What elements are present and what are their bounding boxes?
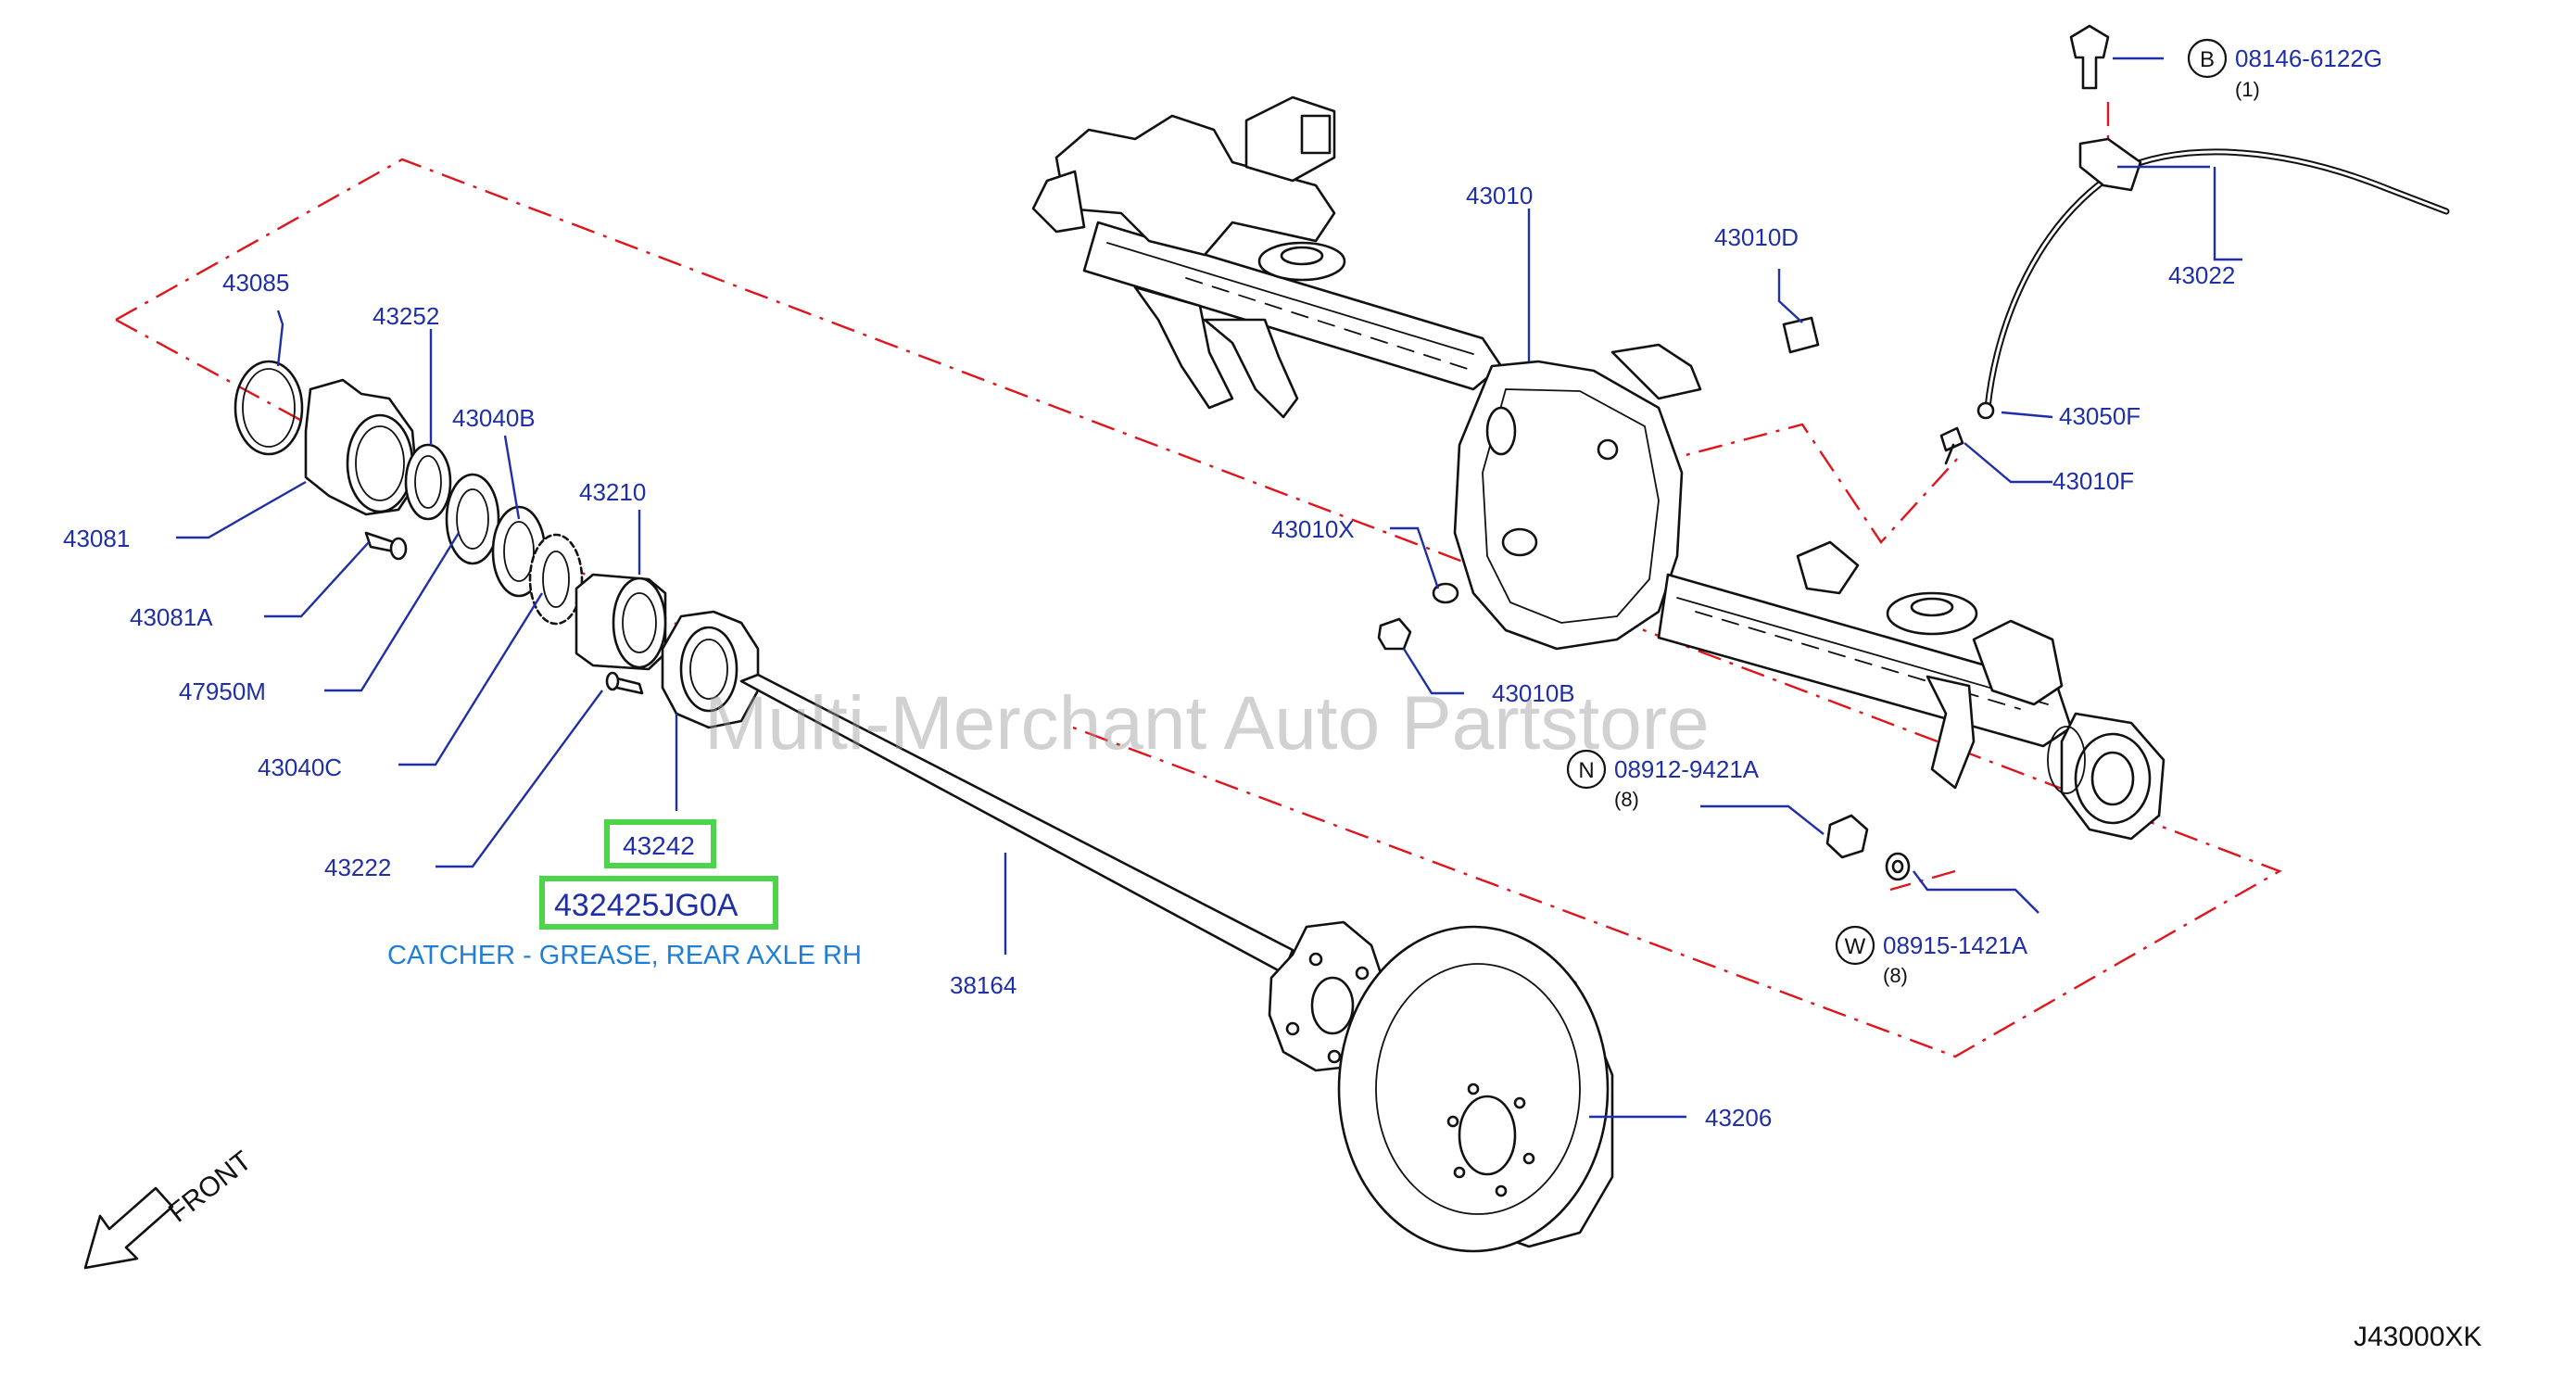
label-43022[interactable]: 43022 bbox=[2168, 261, 2235, 289]
housing-left-bracket bbox=[1054, 114, 1336, 257]
plug-43010D bbox=[1782, 316, 1820, 354]
seal-47950M bbox=[445, 473, 500, 565]
fastener-callout-b[interactable]: B 08146-6122G (1) bbox=[2187, 38, 2382, 101]
qty-08912: (8) bbox=[1614, 788, 1639, 811]
o-ring-43085 bbox=[234, 360, 304, 456]
qty-08146: (1) bbox=[2235, 78, 2260, 101]
brake-tube-assembly bbox=[1939, 24, 2450, 465]
reference-code: J43000XK bbox=[2354, 1322, 2481, 1352]
brake-drum bbox=[1337, 925, 1614, 1253]
bearing-stack bbox=[234, 360, 760, 729]
seal-43252 bbox=[404, 443, 452, 521]
label-43222[interactable]: 43222 bbox=[324, 854, 391, 881]
label-43081A[interactable]: 43081A bbox=[130, 603, 213, 631]
zone-line-tube-connector bbox=[1653, 423, 1961, 544]
part-labels: 43085 43252 43040B 43210 43081 43081A 47… bbox=[63, 182, 2235, 1132]
label-43010B[interactable]: 43010B bbox=[1492, 679, 1575, 707]
front-label: FRONT bbox=[163, 1146, 258, 1229]
fastener-callout-w[interactable]: W 08915-1421A (8) bbox=[1835, 925, 2028, 987]
watermark: Multi-Merchant Auto Partstore bbox=[704, 681, 1710, 766]
label-43010[interactable]: 43010 bbox=[1466, 182, 1533, 209]
label-43010X[interactable]: 43010X bbox=[1271, 515, 1355, 543]
label-43040C[interactable]: 43040C bbox=[258, 753, 342, 781]
highlight-box-part-number bbox=[604, 819, 716, 868]
washer-43040C bbox=[528, 533, 584, 626]
zone-line-main bbox=[115, 158, 2282, 1058]
brake-tube-clip bbox=[2078, 137, 2142, 192]
label-43210[interactable]: 43210 bbox=[579, 478, 646, 506]
plug-43010B bbox=[1377, 617, 1412, 651]
label-08915-1421A: 08915-1421A bbox=[1883, 931, 2028, 959]
label-43081[interactable]: 43081 bbox=[63, 525, 130, 552]
nut-08912 bbox=[1825, 814, 1869, 859]
highlight-box-catalog-number bbox=[539, 876, 778, 930]
leader-lines bbox=[176, 57, 2242, 1119]
label-08146-6122G: 08146-6122G bbox=[2235, 44, 2382, 72]
axle-shaft-38164 bbox=[739, 673, 1294, 975]
label-43252[interactable]: 43252 bbox=[373, 302, 439, 330]
label-43085[interactable]: 43085 bbox=[222, 269, 289, 297]
selected-part-description: CATCHER - GREASE, REAR AXLE RH bbox=[387, 941, 862, 970]
symbol-n: N bbox=[1578, 758, 1594, 783]
housing-left-lower-arm-bracket bbox=[1133, 285, 1234, 410]
symbol-circle-b bbox=[2187, 38, 2228, 79]
axle-housing-assembly bbox=[1031, 95, 2166, 841]
symbol-circle-n bbox=[1566, 749, 1607, 790]
differential-cover-rim bbox=[1482, 388, 1660, 624]
label-43010F[interactable]: 43010F bbox=[2052, 467, 2134, 495]
fastener-callout-n[interactable]: N 08912-9421A (8) bbox=[1566, 749, 1760, 811]
symbol-circle-w bbox=[1835, 925, 1875, 966]
symbol-b: B bbox=[2200, 47, 2215, 72]
label-43040B[interactable]: 43040B bbox=[452, 404, 536, 432]
label-47950M[interactable]: 47950M bbox=[179, 677, 266, 705]
zone-line-n-w bbox=[1889, 869, 1956, 892]
housing-right-bracket bbox=[1972, 619, 2064, 706]
label-43050F[interactable]: 43050F bbox=[2059, 402, 2140, 430]
symbol-w: W bbox=[1845, 934, 1866, 959]
front-direction-indicator: FRONT bbox=[83, 1146, 258, 1270]
selected-part-number: 43242 bbox=[623, 831, 695, 860]
selected-part-callout[interactable]: 43242 432425JG0A CATCHER - GREASE, REAR … bbox=[387, 819, 862, 970]
differential-carrier bbox=[1453, 360, 1684, 651]
gasket-43010X bbox=[1432, 582, 1459, 604]
selected-catalog-number: 432425JG0A bbox=[554, 888, 739, 923]
label-08912-9421A: 08912-9421A bbox=[1614, 755, 1760, 783]
qty-08915: (8) bbox=[1883, 964, 1908, 987]
connector-43010F bbox=[1939, 426, 1964, 452]
label-43010D[interactable]: 43010D bbox=[1714, 223, 1799, 251]
bolt-08146 bbox=[2069, 24, 2110, 90]
union-43050F bbox=[1976, 401, 1995, 420]
label-38164[interactable]: 38164 bbox=[950, 971, 1017, 999]
label-43206[interactable]: 43206 bbox=[1705, 1104, 1772, 1132]
front-arrow-icon bbox=[83, 1186, 174, 1270]
housing-vent-bracket bbox=[1610, 343, 1702, 400]
housing-small-parts bbox=[1377, 316, 1911, 881]
